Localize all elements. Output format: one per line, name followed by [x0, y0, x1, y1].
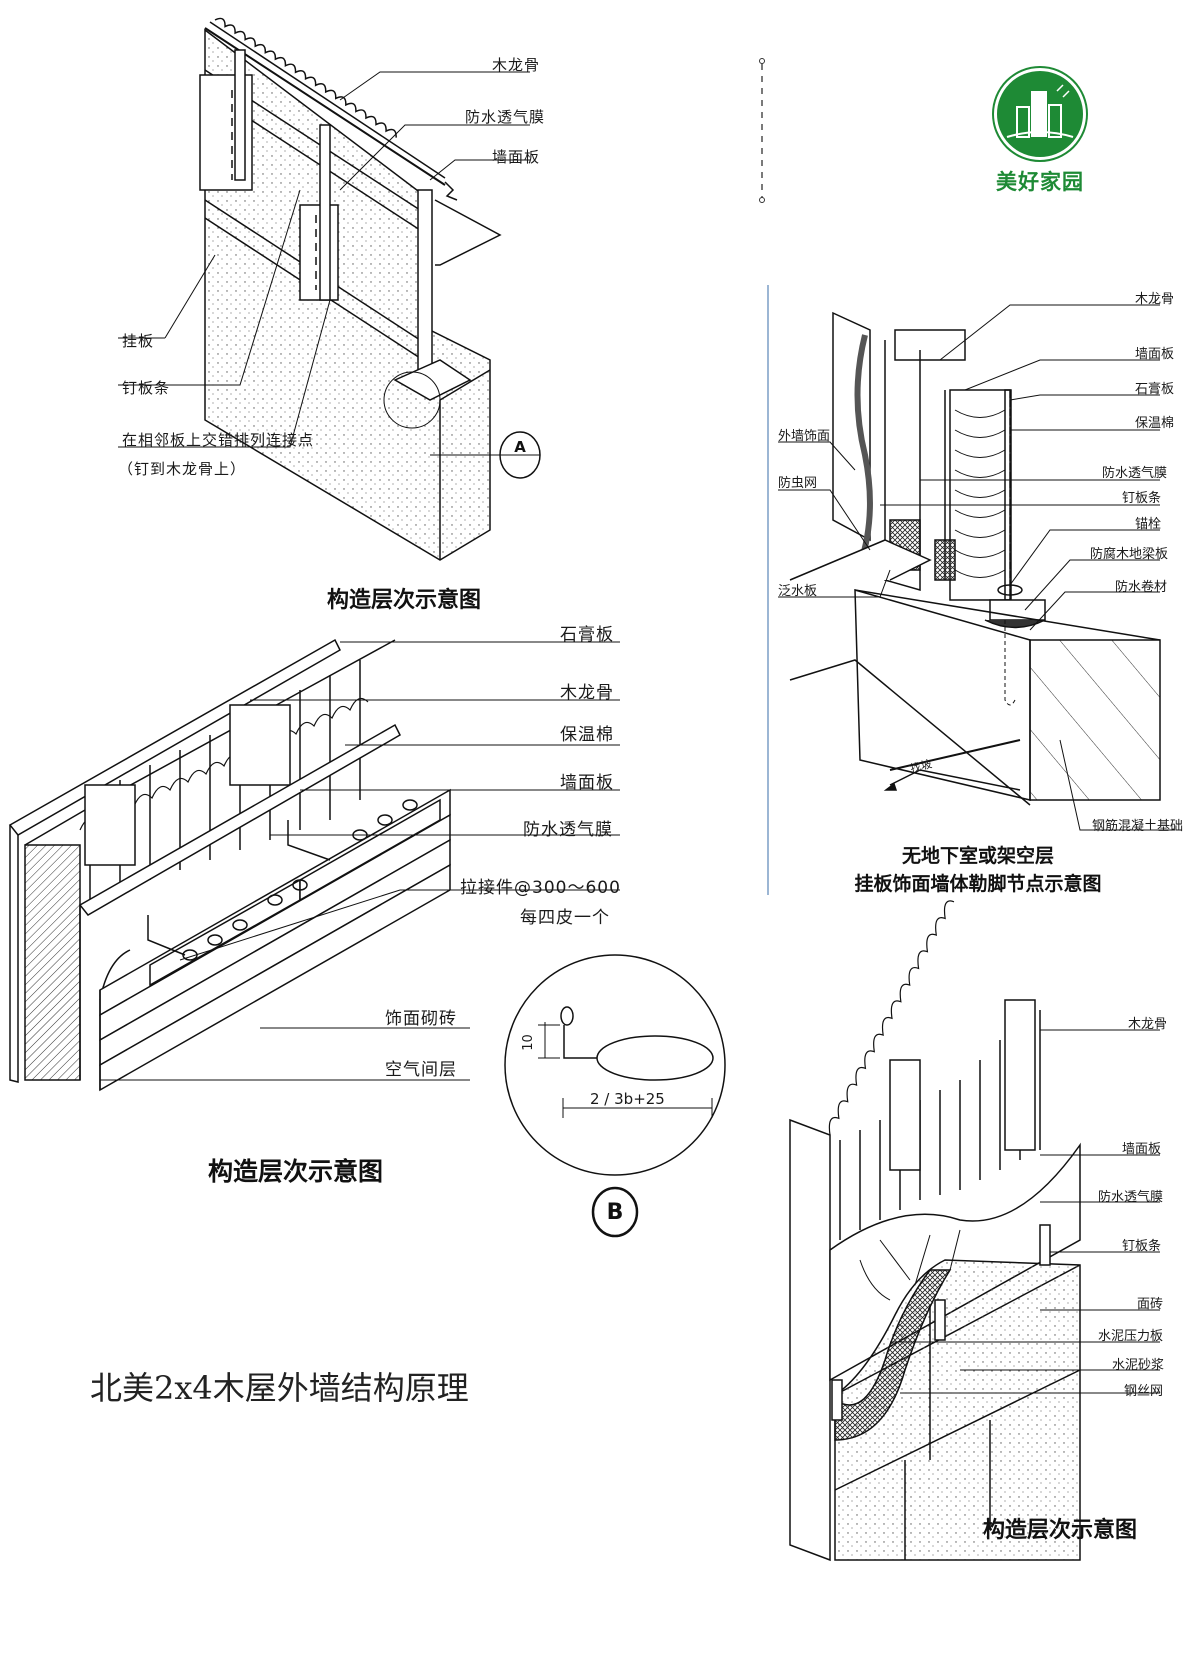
label-sill-plate: 防腐木地梁板 — [1090, 547, 1169, 562]
label-anchor-bolt: 锚栓 — [1135, 517, 1162, 532]
dimension-vertical: 10 — [520, 1034, 536, 1051]
caption-line-1: 无地下室或架空层 — [901, 845, 1054, 867]
label-nail-note-1: 在相邻板上交错排列连接点 — [122, 431, 315, 449]
label-wall-tie-spacing: 每四皮一个 — [520, 908, 610, 928]
label-cement-board: 水泥压力板 — [1098, 1329, 1164, 1344]
label-stud: 木龙骨 — [560, 683, 614, 703]
tile-wall-drawing — [789, 900, 1160, 1562]
label-stud: 木龙骨 — [492, 56, 541, 74]
label-sheathing: 墙面板 — [492, 148, 541, 166]
brand-logo: 美好家园 — [990, 68, 1090, 196]
label-furring: 钉板条 — [122, 379, 171, 397]
dashed-divider — [759, 58, 765, 203]
label-sheathing: 墙面板 — [1122, 1142, 1162, 1157]
detail-marker-a-letter: A — [514, 438, 526, 456]
brick-veneer-drawing — [8, 638, 620, 1092]
caption-line-2: 挂板饰面墙体勒脚节点示意图 — [854, 873, 1102, 895]
label-flashing: 泛水板 — [778, 584, 818, 599]
brand-name: 美好家园 — [996, 170, 1084, 194]
label-sheathing: 墙面板 — [1135, 347, 1175, 362]
detail-b-drawing — [504, 954, 726, 1238]
label-membrane: 防水透气膜 — [1098, 1190, 1164, 1205]
label-insulation: 保温棉 — [1135, 416, 1175, 431]
label-stud: 木龙骨 — [1135, 292, 1175, 307]
green-buildings-logo-icon — [994, 68, 1086, 160]
caption-top-left: 构造层次示意图 — [327, 588, 482, 613]
detail-marker-a — [499, 431, 541, 479]
label-siding: 挂板 — [122, 332, 155, 350]
label-membrane: 防水透气膜 — [523, 820, 613, 840]
label-membrane: 防水透气膜 — [465, 108, 546, 126]
label-foundation: 钢筋混凝土基础 — [1092, 819, 1184, 834]
dimension-horizontal: 2 / 3b+25 — [590, 1090, 665, 1108]
top-left-wall-drawing — [118, 17, 530, 561]
label-waterproof-roll: 防水卷材 — [1115, 580, 1168, 595]
label-air-gap: 空气间层 — [385, 1060, 457, 1080]
label-nail-note-2: （钉到木龙骨上） — [118, 460, 247, 478]
label-gypsum: 石膏板 — [1135, 382, 1175, 397]
label-sheathing: 墙面板 — [560, 773, 614, 793]
caption-mid-left: 构造层次示意图 — [208, 1157, 384, 1186]
label-furring: 钉板条 — [1122, 491, 1162, 506]
main-title: 北美2x4木屋外墙结构原理 — [90, 1369, 469, 1407]
label-stud: 木龙骨 — [1128, 1017, 1168, 1032]
detail-marker-b: B — [606, 1200, 624, 1225]
label-cladding: 外墙饰面 — [778, 429, 831, 444]
label-mortar: 水泥砂浆 — [1112, 1358, 1165, 1373]
label-insulation: 保温棉 — [560, 725, 614, 745]
caption-bottom-right: 构造层次示意图 — [983, 1518, 1138, 1543]
label-tile: 面砖 — [1137, 1297, 1164, 1312]
label-wall-tie: 拉接件@300～600 — [460, 878, 621, 898]
foundation-detail-drawing — [778, 304, 1175, 831]
label-furring: 钉板条 — [1122, 1239, 1162, 1254]
label-brick: 饰面砌砖 — [385, 1009, 457, 1029]
label-insect-mesh: 防虫网 — [778, 476, 818, 491]
caption-right-mid: 无地下室或架空层 挂板饰面墙体勒脚节点示意图 — [838, 842, 1118, 898]
label-gypsum: 石膏板 — [560, 625, 614, 645]
label-membrane: 防水透气膜 — [1102, 466, 1168, 481]
label-wire-mesh: 钢丝网 — [1124, 1384, 1164, 1399]
